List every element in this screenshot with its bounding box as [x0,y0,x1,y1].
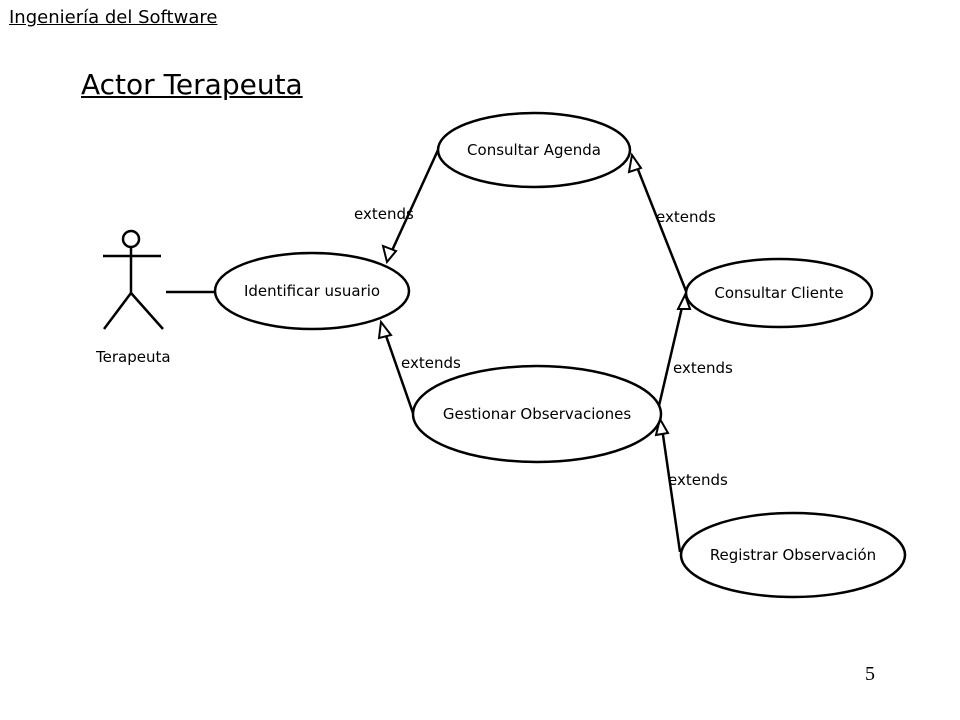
course-header: Ingeniería del Software [9,7,218,28]
relation-gestionar-identificar: extends [377,319,461,414]
relation-label: extends [401,354,461,372]
use-case-registrar-observacion: Registrar Observación [679,511,907,599]
arrowhead [627,152,643,174]
slide-title: Actor Terapeuta [81,68,303,101]
use-case-label: Identificar usuario [244,282,380,300]
arrowhead [676,292,692,310]
page-number: 5 [865,663,875,685]
relation-label: extends [668,471,728,489]
relation-label: extends [656,208,716,226]
actor-head [121,229,141,249]
actor-label: Terapeuta [95,348,171,366]
actor-terapeuta: Terapeuta [95,229,171,366]
relation-agenda-identificar: extends [354,149,440,265]
arrowhead [377,319,393,340]
use-case-label: Consultar Cliente [714,284,843,302]
arrowhead [381,244,398,265]
use-case-consultar-cliente: Consultar Cliente [684,257,874,329]
actor-right-leg [130,292,164,330]
use-case-consultar-agenda: Consultar Agenda [436,111,632,189]
relation-cliente-agenda: extends [627,152,716,292]
use-case-identificar-usuario: Identificar usuario [213,251,411,331]
use-case-gestionar-observaciones: Gestionar Observaciones [411,364,663,464]
use-case-label: Gestionar Observaciones [443,405,631,423]
relation-label: extends [354,205,414,223]
use-case-label: Registrar Observación [710,546,876,564]
use-case-label: Consultar Agenda [467,141,601,159]
relation-gestionar-cliente: extends [656,292,733,411]
relation-registrar-gestionar: extends [654,416,728,553]
relation-label: extends [673,359,733,377]
actor-left-leg [103,292,132,330]
